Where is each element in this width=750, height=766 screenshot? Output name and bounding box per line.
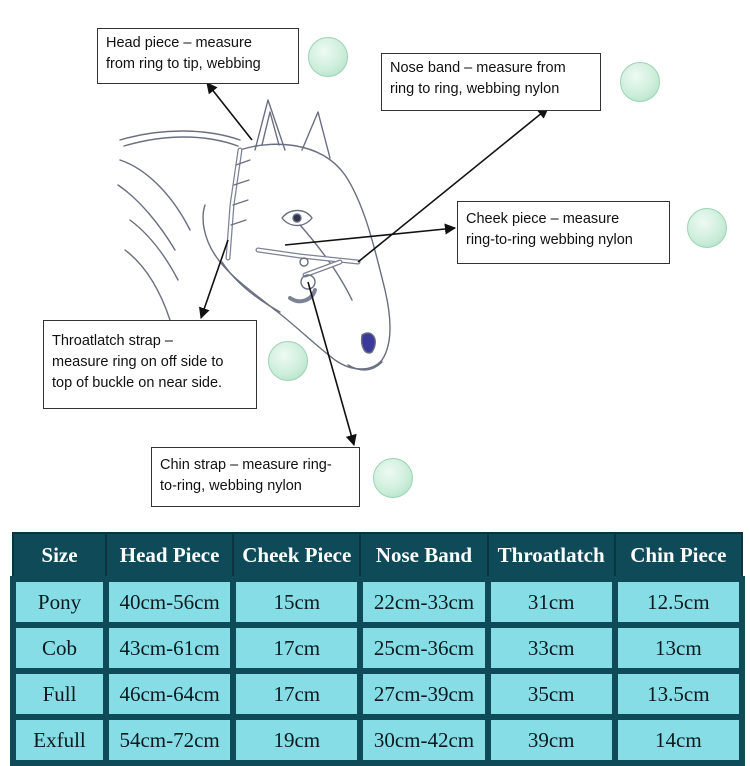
callout-nose-band-line2: ring to ring, webbing nylon xyxy=(390,81,560,97)
callout-head-piece-line2: from ring to tip, webbing xyxy=(106,56,261,72)
table-header-row: Size Head Piece Cheek Piece Nose Band Th… xyxy=(12,532,744,580)
callout-cheek-piece: Cheek piece – measure ring-to-ring webbi… xyxy=(457,201,670,264)
cell-throatlatch: 35cm xyxy=(484,668,618,720)
header-head-piece: Head Piece xyxy=(104,532,235,580)
header-size: Size xyxy=(12,532,107,580)
header-throatlatch: Throatlatch xyxy=(486,532,616,580)
cell-throatlatch: 39cm xyxy=(484,714,618,766)
cell-head-piece: 40cm-56cm xyxy=(102,576,237,628)
arrow-cheek-piece xyxy=(284,223,457,246)
arrow-nose-band xyxy=(357,107,549,263)
cell-cheek-piece: 19cm xyxy=(230,714,364,766)
cell-nose-band: 25cm-36cm xyxy=(357,622,491,674)
horse-head-illustration xyxy=(117,99,391,371)
callout-throatlatch: Throatlatch strap – measure ring on off … xyxy=(43,320,257,409)
callout-nose-band: Nose band – measure from ring to ring, w… xyxy=(381,53,601,111)
cell-throatlatch: 31cm xyxy=(484,576,618,628)
size-chart-table: Size Head Piece Cheek Piece Nose Band Th… xyxy=(10,532,746,766)
header-chin-piece: Chin Piece xyxy=(613,532,744,580)
cell-chin-piece: 12.5cm xyxy=(611,576,746,628)
cell-size: Full xyxy=(10,668,109,720)
callout-cheek-piece-line1: Cheek piece – measure xyxy=(466,211,620,227)
cell-head-piece: 43cm-61cm xyxy=(102,622,237,674)
cell-cheek-piece: 15cm xyxy=(230,576,364,628)
cell-nose-band: 30cm-42cm xyxy=(357,714,491,766)
header-cheek-piece: Cheek Piece xyxy=(232,532,362,580)
callout-throatlatch-line3: top of buckle on near side. xyxy=(52,375,223,391)
callout-chin-strap-line2: to-ring, webbing nylon xyxy=(160,478,302,494)
callout-throatlatch-line1: Throatlatch strap – xyxy=(52,333,173,349)
callout-throatlatch-line2: measure ring on off side to xyxy=(52,354,224,370)
cell-head-piece: 54cm-72cm xyxy=(102,714,237,766)
header-nose-band: Nose Band xyxy=(359,532,489,580)
marker-nose-band xyxy=(620,62,660,102)
cell-nose-band: 22cm-33cm xyxy=(357,576,491,628)
callout-cheek-piece-line2: ring-to-ring webbing nylon xyxy=(466,232,633,248)
cell-cheek-piece: 17cm xyxy=(230,668,364,720)
cell-nose-band: 27cm-39cm xyxy=(357,668,491,720)
table-row: Cob 43cm-61cm 17cm 25cm-36cm 33cm 13cm xyxy=(10,622,746,674)
arrow-head-piece xyxy=(206,82,253,141)
cell-size: Cob xyxy=(10,622,109,674)
measurement-arrows xyxy=(199,82,549,447)
callout-head-piece: Head piece – measure from ring to tip, w… xyxy=(97,28,299,84)
horse-halter-diagram xyxy=(117,82,549,447)
table-row: Full 46cm-64cm 17cm 27cm-39cm 35cm 13.5c… xyxy=(10,668,746,720)
table-row: Exfull 54cm-72cm 19cm 30cm-42cm 39cm 14c… xyxy=(10,714,746,766)
callout-head-piece-line1: Head piece – measure xyxy=(106,35,252,51)
marker-head-piece xyxy=(308,37,348,77)
arrow-chin-strap xyxy=(307,281,357,447)
callout-chin-strap-line1: Chin strap – measure ring- xyxy=(160,457,332,473)
marker-throatlatch xyxy=(268,341,308,381)
cell-chin-piece: 13cm xyxy=(611,622,746,674)
arrow-throatlatch xyxy=(199,239,229,320)
callout-chin-strap: Chin strap – measure ring- to-ring, webb… xyxy=(151,447,360,507)
cell-size: Pony xyxy=(10,576,109,628)
cell-head-piece: 46cm-64cm xyxy=(102,668,237,720)
callout-nose-band-line1: Nose band – measure from xyxy=(390,60,566,76)
cell-size: Exfull xyxy=(10,714,109,766)
cell-chin-piece: 13.5cm xyxy=(611,668,746,720)
marker-cheek-piece xyxy=(687,208,727,248)
table-row: Pony 40cm-56cm 15cm 22cm-33cm 31cm 12.5c… xyxy=(10,576,746,628)
cell-throatlatch: 33cm xyxy=(484,622,618,674)
cell-cheek-piece: 17cm xyxy=(230,622,364,674)
cell-chin-piece: 14cm xyxy=(611,714,746,766)
marker-chin-strap xyxy=(373,458,413,498)
